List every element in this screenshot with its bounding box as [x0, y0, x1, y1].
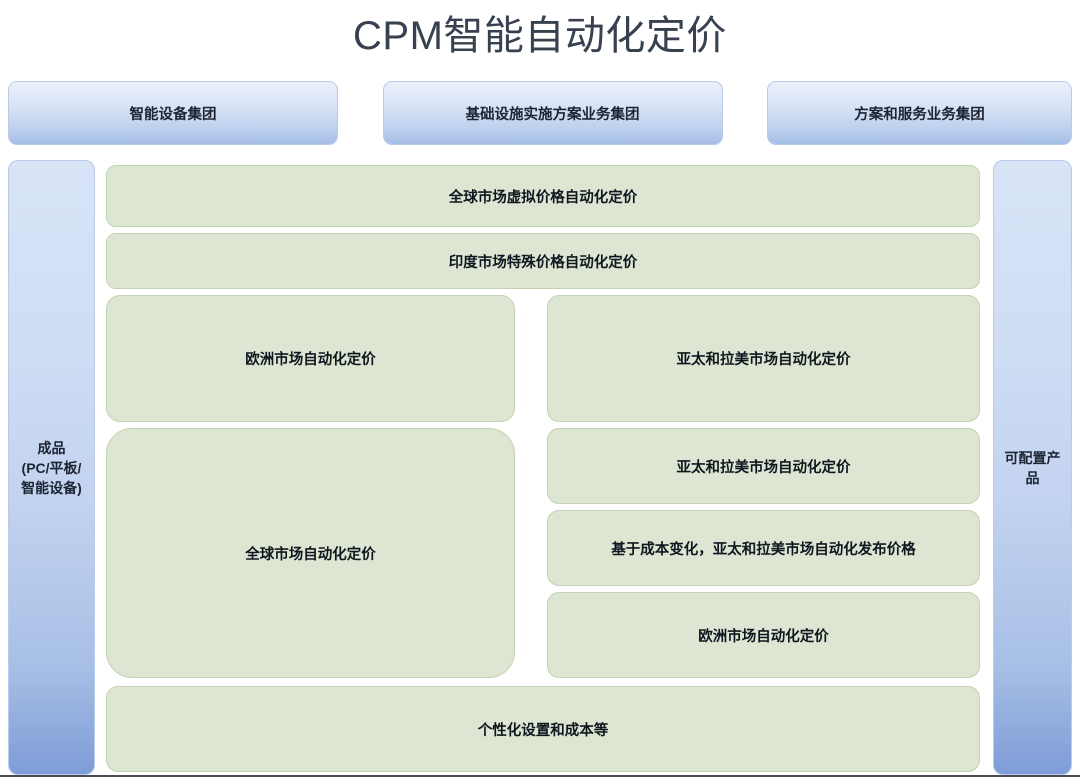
card-india-special-price-automation[interactable]: 印度市场特殊价格自动化定价	[106, 233, 980, 289]
card-apac-latam-market-automation-secondary[interactable]: 亚太和拉美市场自动化定价	[547, 428, 980, 504]
left-rail-label-line3: 智能设备)	[21, 479, 82, 496]
page-title: CPM智能自动化定价	[353, 14, 727, 58]
diagram-body: 成品 (PC/平板/ 智能设备) 全球市场虚拟价格自动化定价 印度市场特殊价格自…	[0, 160, 1080, 775]
right-rail-label: 可配置产品	[1004, 449, 1061, 486]
card-global-virtual-price-automation[interactable]: 全球市场虚拟价格自动化定价	[106, 165, 980, 227]
card-europe-market-automation-secondary[interactable]: 欧洲市场自动化定价	[547, 592, 980, 678]
card-grid: 全球市场虚拟价格自动化定价 印度市场特殊价格自动化定价 欧洲市场自动化定价 亚太…	[106, 160, 980, 775]
card-apac-latam-market-automation[interactable]: 亚太和拉美市场自动化定价	[547, 295, 980, 422]
left-rail-label: 成品 (PC/平板/ 智能设备)	[17, 438, 86, 498]
right-rail-configurable-products[interactable]: 可配置产品	[993, 160, 1072, 775]
left-rail-label-line2: (PC/平板/	[21, 459, 82, 476]
left-rail-label-line1: 成品	[37, 439, 66, 456]
card-cost-based-apac-latam-price-release[interactable]: 基于成本变化，亚太和拉美市场自动化发布价格	[547, 510, 980, 586]
card-europe-market-automation[interactable]: 欧洲市场自动化定价	[106, 295, 515, 422]
card-global-market-automation[interactable]: 全球市场自动化定价	[106, 428, 515, 678]
group-header-solutions-services[interactable]: 方案和服务业务集团	[767, 81, 1072, 145]
bottom-divider	[0, 775, 1080, 777]
card-customization-and-cost[interactable]: 个性化设置和成本等	[106, 686, 980, 772]
group-header-smart-devices[interactable]: 智能设备集团	[8, 81, 338, 145]
group-header-row: 智能设备集团 基础设施实施方案业务集团 方案和服务业务集团	[8, 81, 1072, 145]
left-rail-finished-products[interactable]: 成品 (PC/平板/ 智能设备)	[8, 160, 95, 775]
group-header-infrastructure-solutions[interactable]: 基础设施实施方案业务集团	[382, 81, 723, 145]
